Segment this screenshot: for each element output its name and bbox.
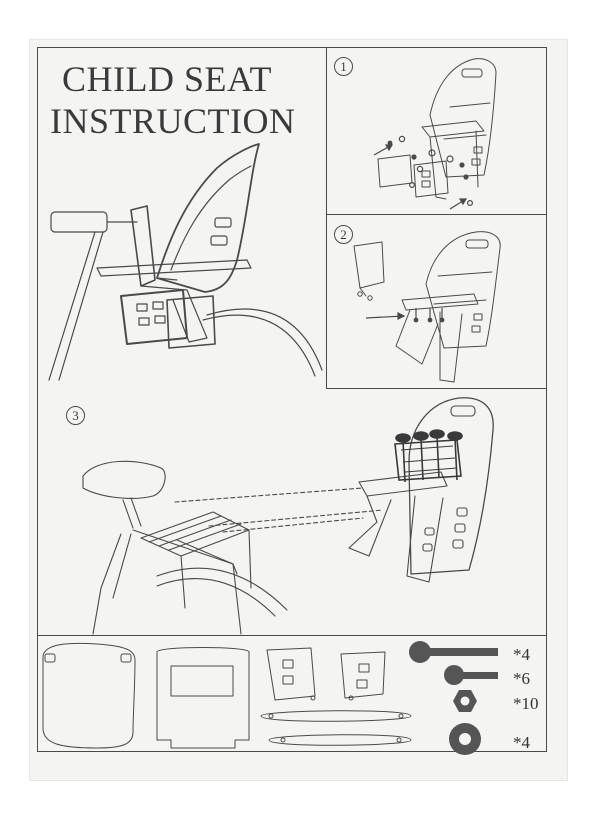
washer-quantity: *4 xyxy=(513,733,530,752)
panel-step-2 xyxy=(326,214,547,389)
parts-illustration xyxy=(37,636,417,752)
short-bolt-icon xyxy=(444,665,498,685)
hex-nut-icon xyxy=(453,690,477,712)
panel-title xyxy=(37,47,327,389)
seat-on-bicycle-illustration xyxy=(37,140,327,388)
step-3-number: 3 xyxy=(66,406,85,425)
step-3-illustration xyxy=(37,388,547,636)
step-2-number: 2 xyxy=(334,225,353,244)
panel-step-3 xyxy=(37,388,547,636)
step-2-illustration xyxy=(326,214,547,389)
step-1-number: 1 xyxy=(334,57,353,76)
long-bolt-icon xyxy=(409,641,498,663)
hex-nut-quantity: *10 xyxy=(513,694,539,713)
title-line-2: INSTRUCTION xyxy=(50,101,296,141)
step-1-illustration xyxy=(326,47,547,215)
washer-icon xyxy=(449,723,481,755)
long-bolt-quantity: *4 xyxy=(513,645,530,664)
outer-frame xyxy=(37,47,547,752)
panel-step-1 xyxy=(326,47,547,215)
title-line-1: CHILD SEAT xyxy=(62,59,272,99)
short-bolt-quantity: *6 xyxy=(513,669,530,688)
